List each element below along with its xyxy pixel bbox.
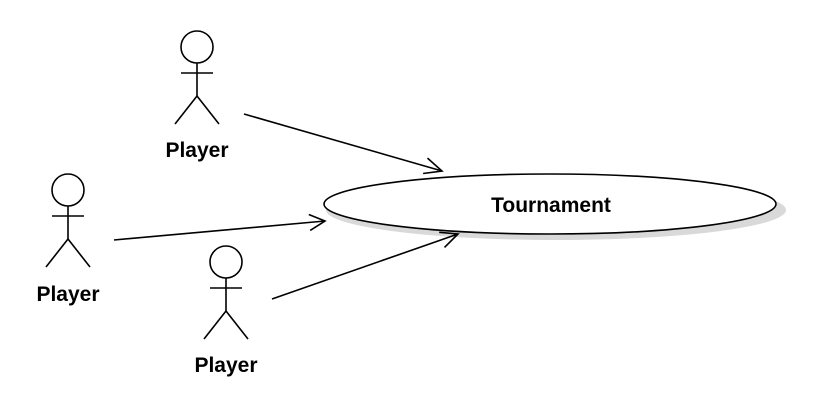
association-top[interactable]: [243, 113, 444, 175]
actor-label: Player: [36, 283, 99, 306]
actor-label: Player: [194, 354, 257, 377]
stick-figure-icon: [45, 173, 91, 268]
use-case-tournament[interactable]: Tournament: [323, 173, 786, 240]
use-case-ellipse: [323, 173, 777, 235]
arrowhead-icon: [439, 231, 460, 248]
actor-player-bottom[interactable]: Player: [194, 245, 258, 377]
actor-label: Player: [165, 139, 228, 162]
stick-figure-icon: [203, 245, 249, 340]
association-bottom[interactable]: [271, 231, 460, 300]
actor-player-top[interactable]: Player: [165, 30, 229, 162]
stick-figure-icon: [174, 30, 220, 125]
association-left[interactable]: [113, 213, 327, 241]
arrowhead-icon: [422, 157, 444, 175]
actor-player-left[interactable]: Player: [36, 173, 100, 306]
arrowhead-icon: [308, 213, 327, 232]
use-case-label: Tournament: [491, 194, 611, 217]
